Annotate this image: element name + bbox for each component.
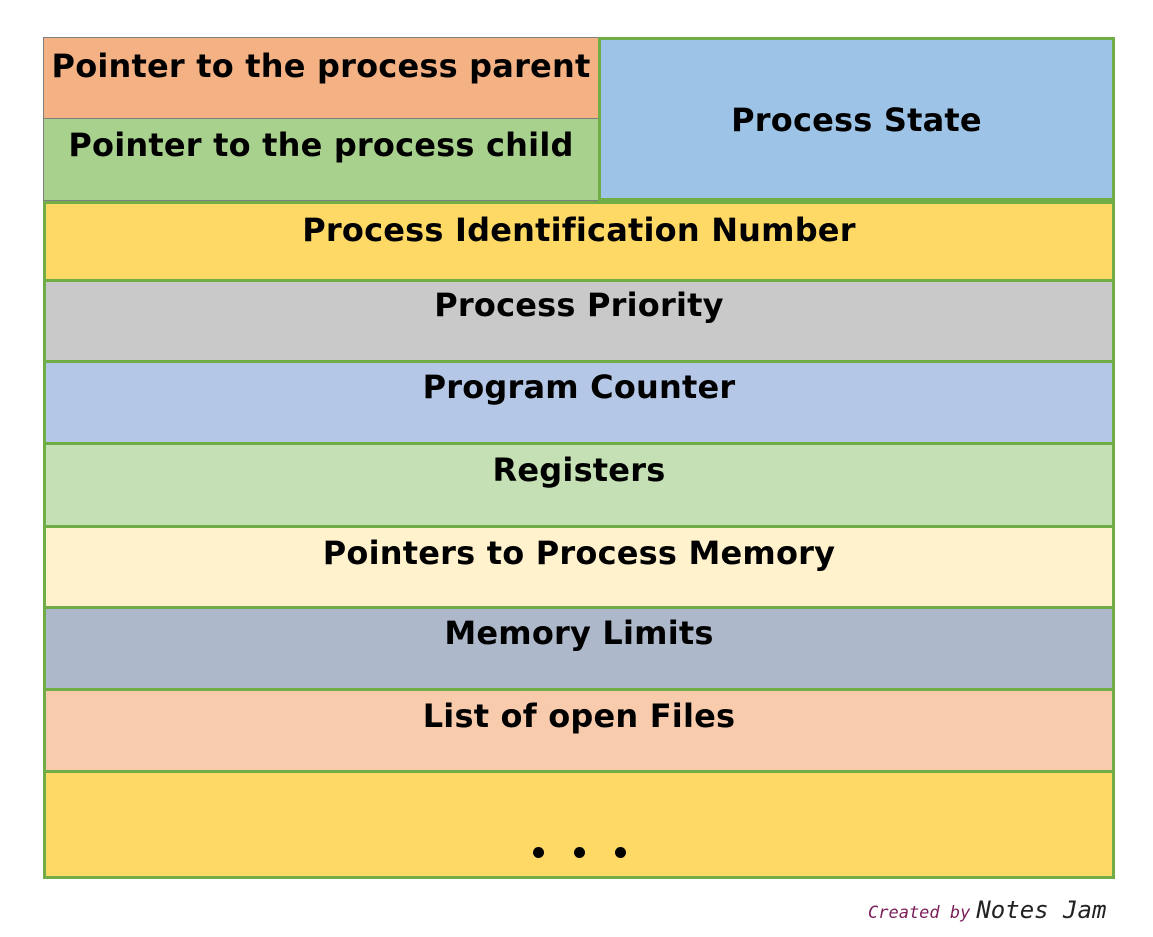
priority-label: Process Priority [434,286,724,324]
child-pointer-cell: Pointer to the process child [43,118,599,201]
memory-limits-row: Memory Limits [43,609,1115,691]
registers-row: Registers [43,445,1115,528]
open-files-label: List of open Files [422,697,736,735]
ellipsis-dot [532,847,544,858]
ellipsis-dot [614,847,626,858]
memory-limits-label: Memory Limits [444,614,714,652]
process-state-label: Process State [731,101,982,139]
credit-brand: Notes Jam [976,896,1107,924]
program-counter-label: Program Counter [422,368,736,406]
ellipsis-dot [573,847,585,858]
program-counter-row: Program Counter [43,363,1115,445]
memory-pointers-label: Pointers to Process Memory [322,534,836,572]
credit-prefix: Created by [868,903,971,923]
open-files-row: List of open Files [43,691,1115,773]
process-state-cell: Process State [598,37,1115,201]
pid-row: Process Identification Number [43,201,1115,282]
pcb-diagram: Pointer to the process parent Pointer to… [43,37,1115,879]
parent-pointer-label: Pointer to the process parent [51,47,591,85]
child-pointer-label: Pointer to the process child [68,126,574,164]
pid-label: Process Identification Number [302,211,856,249]
priority-row: Process Priority [43,282,1115,363]
ellipsis-row [43,773,1115,879]
parent-pointer-cell: Pointer to the process parent [43,37,599,118]
registers-label: Registers [492,451,666,489]
memory-pointers-row: Pointers to Process Memory [43,528,1115,609]
